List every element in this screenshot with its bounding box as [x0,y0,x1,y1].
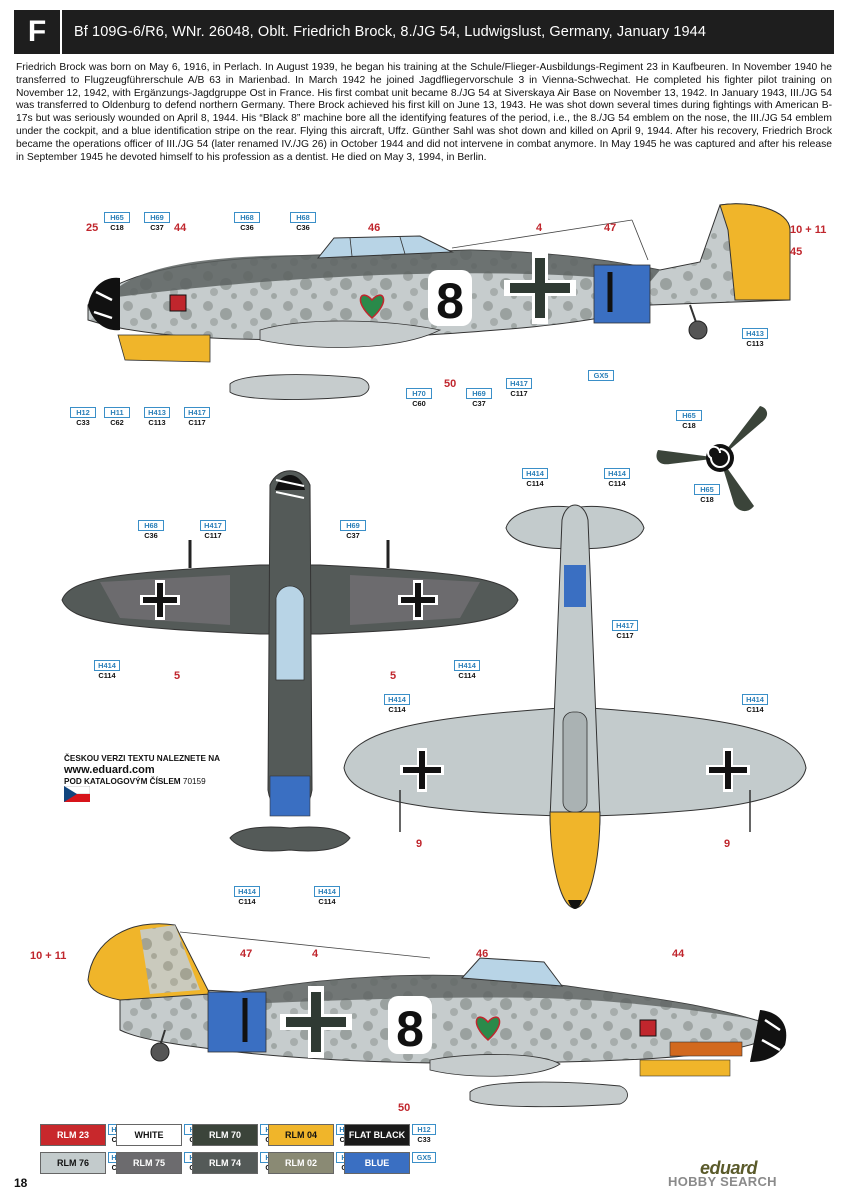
propeller-view [656,406,768,512]
stencil-50: 50 [444,378,457,390]
stencil-side2-44: 44 [672,948,685,960]
profile-header: F Bf 109G-6/R6, WNr. 26048, Oblt. Friedr… [14,10,834,54]
pilot-biography: Friedrich Brock was born on May 6, 1916,… [16,62,832,163]
stencil-bottom-9-right: 9 [724,838,731,850]
stencil-4: 4 [536,222,543,234]
top-view [61,470,519,852]
stencil-side2-10-11: 10 + 11 [30,950,67,962]
fuselage-number-8-right: 8 [396,1001,424,1057]
stencil-10-11: 10 + 11 [790,224,827,236]
side-view-right: 8 [87,923,787,1108]
page-number: 18 [14,1176,28,1190]
legend-row-1: RLM 23H414C114 WHITEH11C62 RLM 70H65C18 … [40,1124,580,1146]
czech-note-line1: ČESKOU VERZI TEXTU NALEZNETE NA [64,754,221,763]
stencil-46: 46 [368,222,381,234]
eduard-logo: eduard [700,1158,758,1178]
stencil-side2-4: 4 [312,948,319,960]
czech-note-line3: POD KATALOGOVÝM ČÍSLEM 70159 [64,777,206,786]
stencil-45: 45 [790,246,803,258]
bottom-view [343,504,807,909]
fuselage-number-8: 8 [436,273,464,329]
stencil-side2-47: 47 [240,948,253,960]
czech-note-url[interactable]: www.eduard.com [64,764,155,776]
callout-side1-gx5: GX5 [588,370,614,381]
stencil-side2-46: 46 [476,948,489,960]
czech-flag-icon [64,786,90,802]
stencil-bottom-9-left: 9 [416,838,423,850]
stencil-top-5-right: 5 [390,670,397,682]
czech-note: ČESKOU VERZI TEXTU NALEZNETE NA www.edua… [64,754,234,786]
stencil-side2-50: 50 [398,1102,411,1114]
side-view-left: 8 [87,203,791,400]
aircraft-drawings: 8 [61,203,807,1108]
stencil-25: 25 [86,222,99,234]
stencil-44: 44 [174,222,187,234]
hobby-search-watermark: HOBBY SEARCH [668,1174,777,1189]
stencil-47: 47 [604,222,617,234]
profile-letter: F [14,10,62,54]
profile-title: Bf 109G-6/R6, WNr. 26048, Oblt. Friedric… [74,24,706,40]
stencil-top-5-left: 5 [174,670,181,682]
legend-row-2: RLM 76H417C117 RLM 75H69C37 RLM 74H68C36… [40,1152,580,1174]
